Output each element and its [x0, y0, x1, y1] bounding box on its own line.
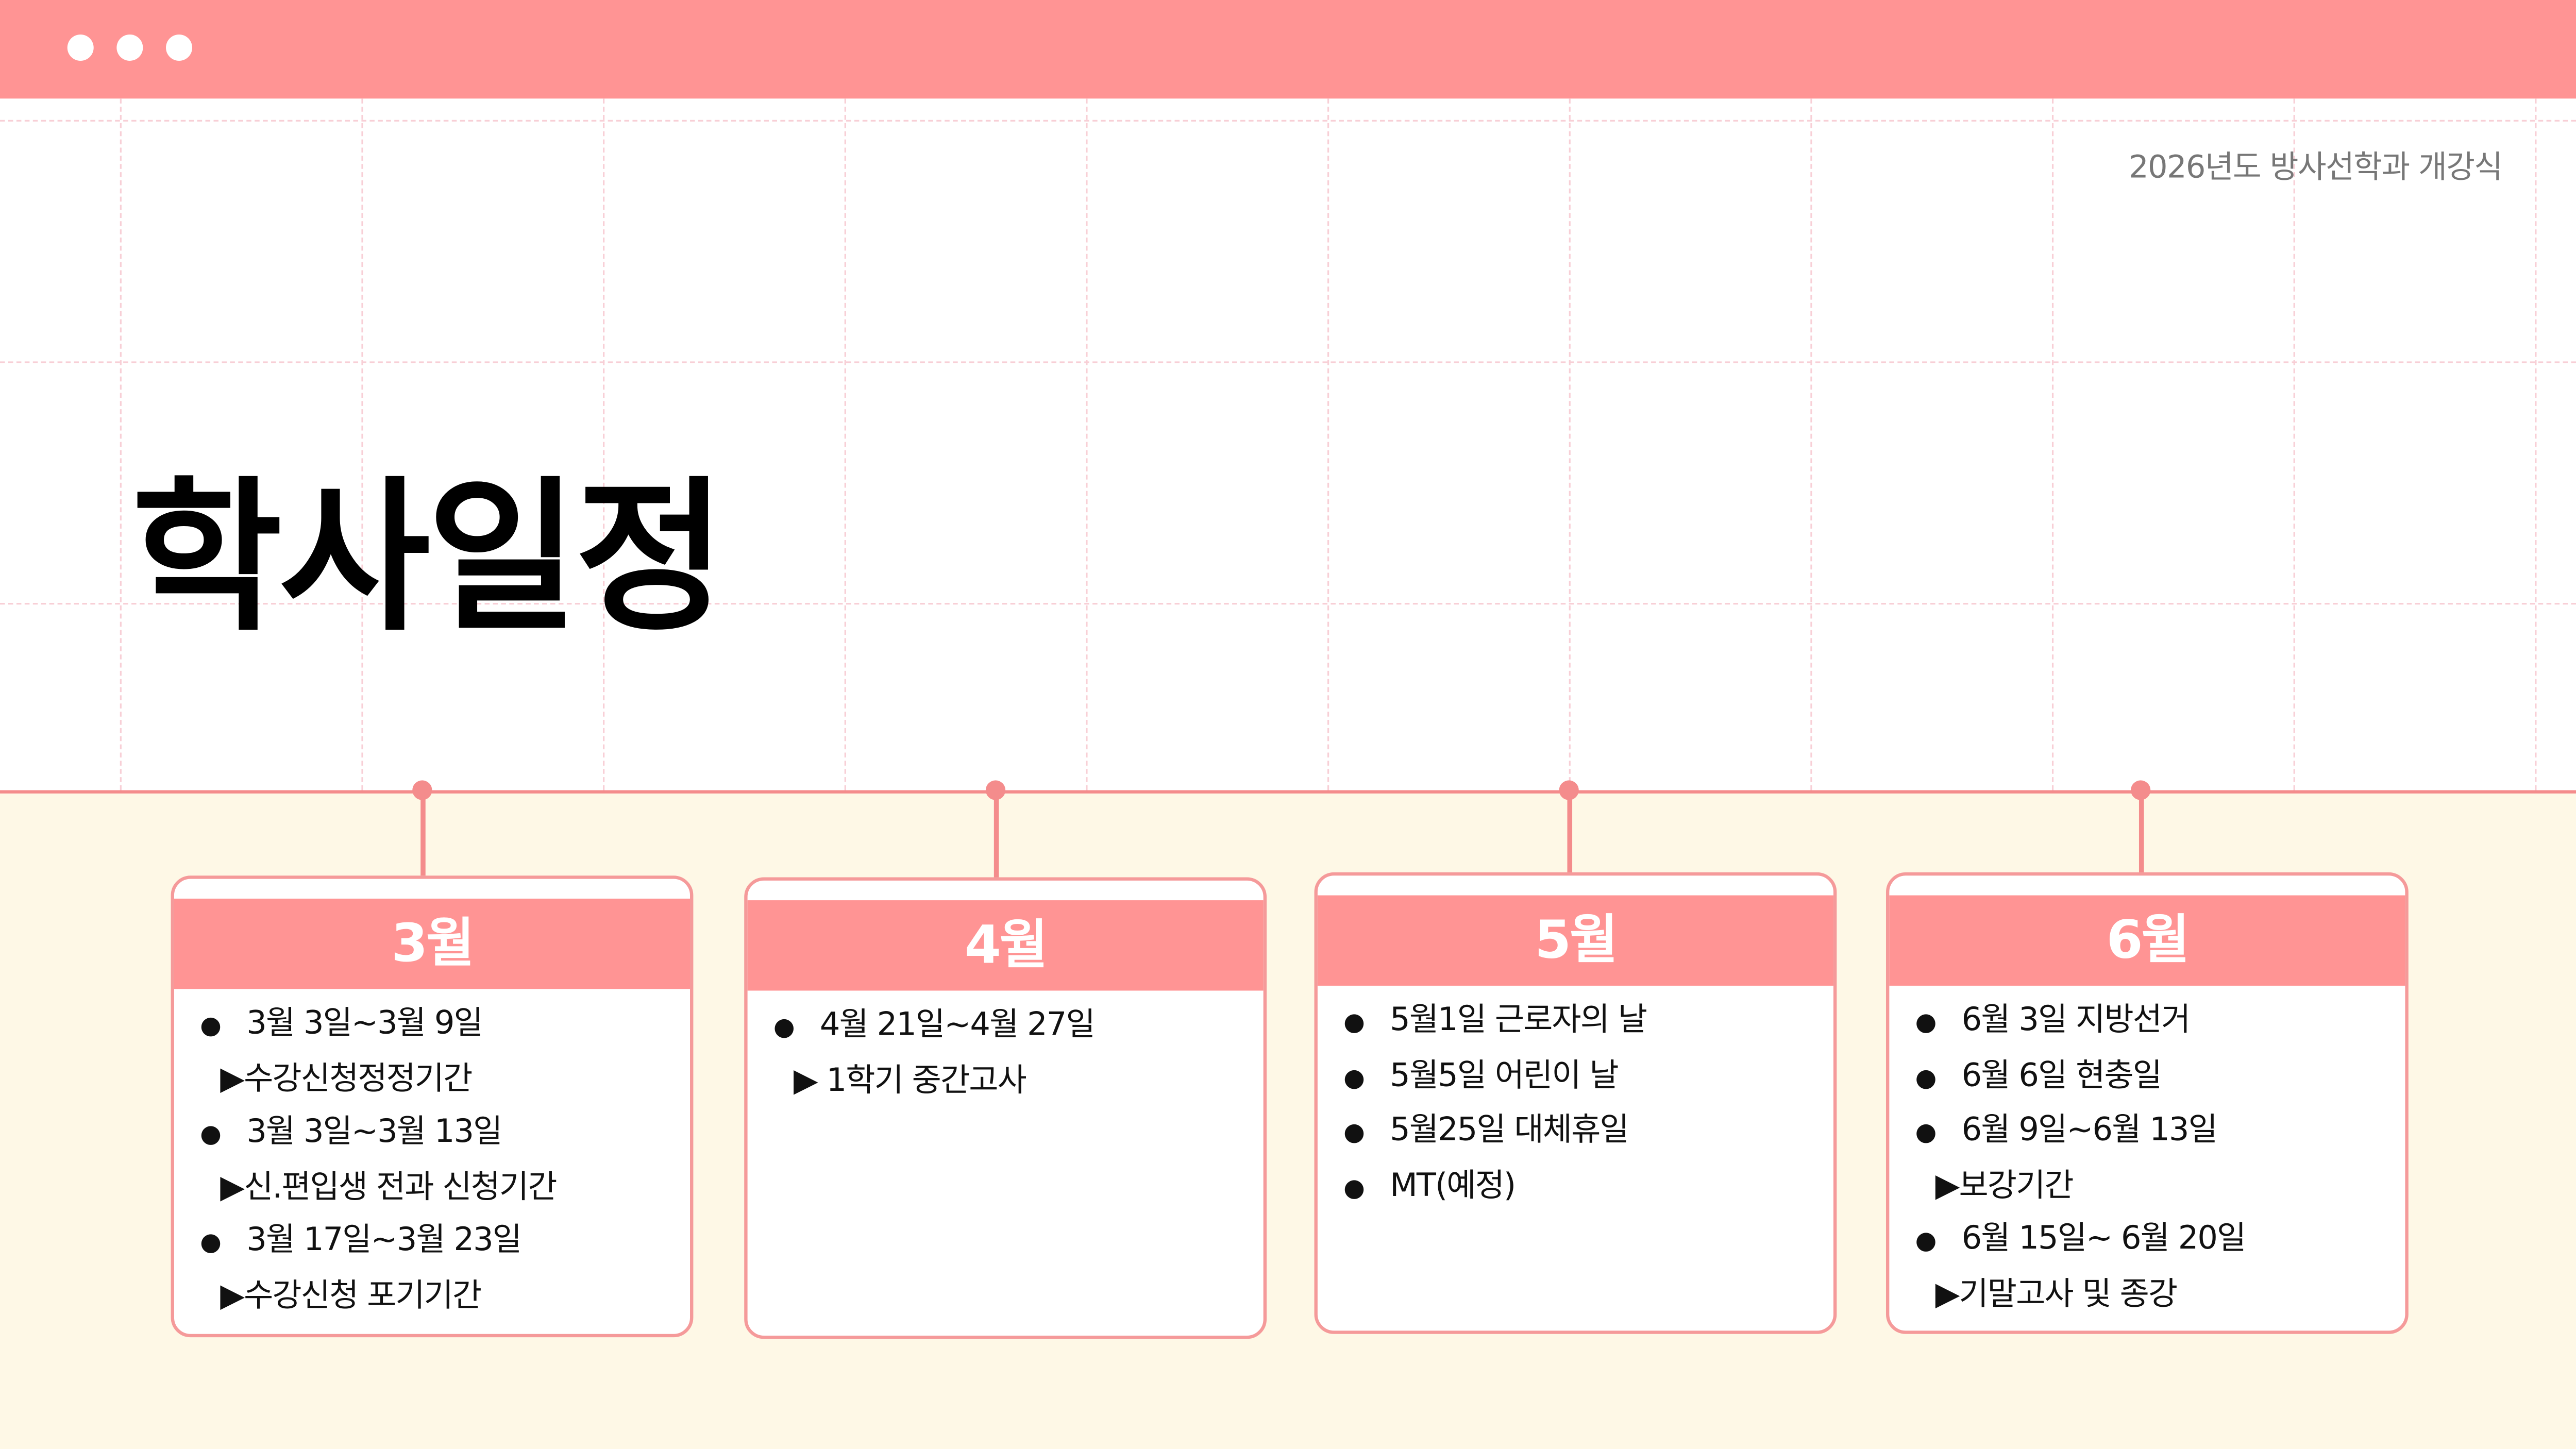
month-card: 5월 ● 5월1일 근로자의 날 ● 5월5일 어린이 날 ● 5월25일 대체휴일 ● MT(…: [1314, 872, 1837, 1334]
schedule-item: ● 3월 3일~3월 13일: [174, 1106, 690, 1161]
grid-line: [2051, 98, 2054, 790]
schedule-item: ● 6월 15일~ 6월 20일: [1889, 1212, 2405, 1268]
month-header: 6월: [1889, 895, 2405, 986]
schedule-item: ● 6월 3일 지방선거: [1889, 994, 2405, 1049]
schedule-list: ● 5월1일 근로자의 날 ● 5월5일 어린이 날 ● 5월25일 대체휴일 ● MT(예정…: [1318, 994, 1833, 1214]
window-dot-icon[interactable]: [116, 34, 143, 61]
schedule-text: ▶수강신청정정기간: [220, 1058, 473, 1097]
schedule-item: ● 3월 17일~3월 23일: [174, 1214, 690, 1269]
schedule-text: 5월25일 대체휴일: [1390, 1110, 1629, 1149]
schedule-item: ● 5월1일 근로자의 날: [1318, 994, 1833, 1049]
schedule-text: 5월1일 근로자의 날: [1390, 1000, 1647, 1038]
schedule-text: ▶보강기간: [1935, 1165, 2074, 1204]
schedule-item: ▶보강기간: [1889, 1159, 2405, 1212]
bullet-icon: ●: [1343, 1007, 1365, 1037]
grid-line: [120, 98, 122, 790]
schedule-text: 6월 6일 현충일: [1961, 1055, 2162, 1093]
schedule-text: ▶신.편입생 전과 신청기간: [220, 1167, 557, 1205]
page-title: 학사일정: [131, 461, 726, 654]
bullet-icon: ●: [1343, 1062, 1365, 1092]
month-header: 5월: [1317, 895, 1833, 986]
schedule-item: ● 4월 21일~4월 27일: [748, 999, 1264, 1054]
schedule-item: ● 5월5일 어린이 날: [1318, 1049, 1833, 1104]
schedule-text: 4월 21일~4월 27일: [819, 1005, 1096, 1043]
month-card: 3월 ● 3월 3일~3월 9일 ▶수강신청정정기간 ● 3월 3일~3월 13일 ▶신.편…: [171, 875, 694, 1338]
window-title-bar: [0, 0, 2576, 99]
schedule-text: ▶기말고사 및 종강: [1935, 1274, 2178, 1312]
schedule-text: 5월5일 어린이 날: [1390, 1055, 1619, 1093]
grid-line: [1086, 98, 1088, 790]
schedule-text: ▶수강신청 포기기간: [220, 1275, 482, 1313]
timeline-connector: [1567, 791, 1572, 872]
schedule-text: 3월 3일~3월 9일: [246, 1003, 483, 1042]
grid-line: [603, 98, 605, 790]
bullet-icon: ●: [1915, 1007, 1937, 1037]
event-subtitle: 2026년도 방사선학과 개강식: [2129, 149, 2503, 186]
bullet-icon: ●: [200, 1010, 222, 1040]
grid-line: [0, 120, 2576, 122]
bullet-icon: ●: [200, 1227, 222, 1257]
month-card: 4월 ● 4월 21일~4월 27일 ▶ 1학기 중간고사: [744, 877, 1267, 1339]
schedule-text: 3월 17일~3월 23일: [246, 1220, 522, 1259]
bullet-icon: ●: [1343, 1172, 1365, 1202]
schedule-list: ● 6월 3일 지방선거 ● 6월 6일 현충일 ● 6월 9일~6월 13일 ▶보강기간 ●…: [1889, 994, 2405, 1321]
schedule-item: ● 6월 6일 현충일: [1889, 1049, 2405, 1104]
schedule-text: ▶ 1학기 중간고사: [793, 1060, 1027, 1099]
grid-line: [2535, 98, 2537, 790]
grid-line: [361, 98, 363, 790]
schedule-item: ▶수강신청 포기기간: [174, 1269, 690, 1323]
bullet-icon: ●: [200, 1119, 222, 1149]
grid-line: [2293, 98, 2295, 790]
schedule-item: ● MT(예정): [1318, 1159, 1833, 1214]
bullet-icon: ●: [1915, 1062, 1937, 1092]
schedule-item: ● 5월25일 대체휴일: [1318, 1104, 1833, 1159]
bullet-icon: ●: [1915, 1117, 1937, 1147]
grid-line: [1327, 98, 1329, 790]
bullet-icon: ●: [1915, 1225, 1937, 1255]
timeline-connector: [420, 791, 425, 876]
schedule-list: ● 4월 21일~4월 27일 ▶ 1학기 중간고사: [748, 999, 1264, 1107]
grid-line: [0, 603, 2576, 605]
grid-line: [844, 98, 846, 790]
window-dot-icon[interactable]: [166, 34, 193, 61]
bullet-icon: ●: [773, 1012, 795, 1042]
schedule-item: ● 6월 9일~6월 13일: [1889, 1104, 2405, 1159]
schedule-item: ▶수강신청정정기간: [174, 1052, 690, 1106]
month-header: 4월: [747, 900, 1264, 991]
window-dot-icon[interactable]: [67, 34, 94, 61]
schedule-text: MT(예정): [1390, 1165, 1516, 1204]
timeline-connector: [994, 791, 998, 878]
schedule-item: ▶기말고사 및 종강: [1889, 1268, 2405, 1321]
timeline-connector: [2139, 791, 2143, 872]
grid-line: [1569, 98, 1571, 790]
schedule-text: 6월 3일 지방선거: [1961, 1000, 2191, 1038]
schedule-item: ▶ 1학기 중간고사: [748, 1054, 1264, 1107]
schedule-text: 6월 9일~6월 13일: [1961, 1110, 2218, 1149]
schedule-text: 3월 3일~3월 13일: [246, 1112, 502, 1150]
grid-line: [1810, 98, 1812, 790]
schedule-text: 6월 15일~ 6월 20일: [1961, 1219, 2247, 1257]
schedule-list: ● 3월 3일~3월 9일 ▶수강신청정정기간 ● 3월 3일~3월 13일 ▶신.편입생…: [174, 997, 690, 1322]
month-header: 3월: [174, 898, 691, 989]
grid-line: [0, 361, 2576, 363]
bullet-icon: ●: [1343, 1117, 1365, 1147]
month-card: 6월 ● 6월 3일 지방선거 ● 6월 6일 현충일 ● 6월 9일~6월 13일 ▶보강기…: [1885, 872, 2409, 1334]
schedule-item: ▶신.편입생 전과 신청기간: [174, 1160, 690, 1214]
schedule-item: ● 3월 3일~3월 9일: [174, 997, 690, 1052]
